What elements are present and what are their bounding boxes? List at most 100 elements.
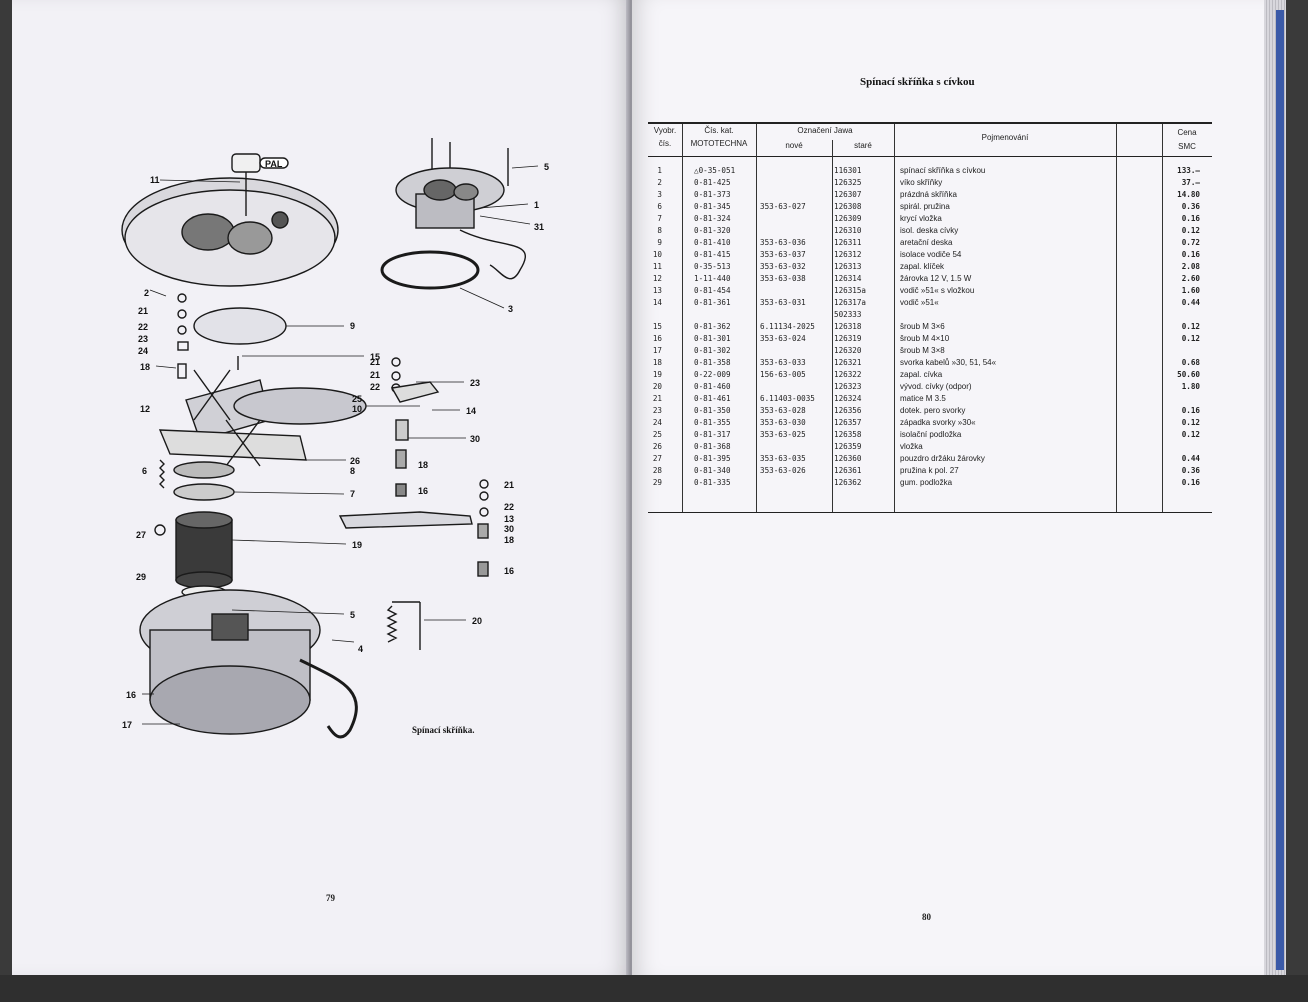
callout-label: 23	[470, 378, 480, 388]
parts-table: Vyobr. čís. Čís. kat. MOTOTECHNA Označen…	[648, 122, 1212, 514]
row-new: 353-63-031	[760, 298, 806, 307]
header-price-line1: Cena	[1177, 128, 1197, 137]
callout-label: 21	[370, 357, 380, 367]
left-page	[12, 0, 630, 975]
row-name: spínací skříňka s cívkou	[900, 166, 986, 175]
row-old: 126318	[834, 322, 862, 331]
figure-caption: Spínací skříňka.	[412, 725, 475, 735]
right-page	[632, 0, 1264, 975]
row-old: 126310	[834, 226, 862, 235]
table-header-rule	[648, 156, 1212, 157]
callout-label: 16	[126, 690, 136, 700]
row-price: 2.08	[1181, 262, 1200, 271]
header-jawa-old: staré	[854, 141, 872, 150]
row-pos: 26	[652, 442, 662, 451]
callout-label: 19	[352, 540, 362, 550]
page-number-right: 80	[922, 912, 931, 922]
row-name: vložka	[900, 442, 923, 451]
scanner-background	[0, 975, 1308, 1002]
row-new: 156-63-005	[760, 370, 806, 379]
row-old: 126311	[834, 238, 862, 247]
row-cat: 0-81-345	[694, 202, 731, 211]
row-cat: 0-81-373	[694, 190, 731, 199]
row-price: 0.36	[1181, 466, 1200, 475]
row-cat: 0-81-324	[694, 214, 731, 223]
row-price: 0.12	[1181, 334, 1200, 343]
key-tag-label: PAL	[265, 159, 283, 169]
callout-label: 15	[370, 352, 380, 362]
callout-label: 21	[504, 480, 514, 490]
header-name: Pojmenování	[981, 133, 1029, 142]
row-pos: 8	[657, 226, 662, 235]
row-name: zapal. klíček	[900, 262, 945, 271]
row-new: 353-63-024	[760, 334, 806, 343]
row-name: krycí vložka	[900, 214, 942, 223]
header-jawa: Označení Jawa	[797, 126, 853, 135]
row-name: pružina k pol. 27	[900, 466, 959, 475]
row-new: 353-63-028	[760, 406, 806, 415]
row-name: vývod. cívky (odpor)	[900, 382, 972, 391]
column-divider	[756, 124, 757, 512]
callout-label: 18	[418, 460, 428, 470]
header-pos-line2: čís.	[658, 139, 672, 148]
callout-label: 23	[138, 334, 148, 344]
row-price: 133.—	[1177, 166, 1200, 175]
row-pos: 7	[657, 214, 662, 223]
callout-label: 6	[142, 466, 147, 476]
row-cat: 0-81-335	[694, 478, 731, 487]
callout-label: 25	[352, 394, 362, 404]
row-name: isol. deska cívky	[900, 226, 959, 235]
row-pos: 13	[652, 286, 662, 295]
row-cat: 1-11-440	[694, 274, 731, 283]
header-jawa-new: nové	[785, 141, 803, 150]
exploded-parts-diagram: 11 5 1 31 2 3 21 22 23 24 9 15 18 21 21 …	[121, 138, 549, 739]
row-old: 126362	[834, 478, 862, 487]
row-cat: 0-81-425	[694, 178, 731, 187]
column-divider	[1162, 124, 1163, 512]
page-number-left: 79	[326, 893, 335, 903]
row-pos: 20	[652, 382, 662, 391]
callout-label: 5	[350, 610, 355, 620]
row-pos: 15	[652, 322, 662, 331]
callout-label: 24	[138, 346, 148, 356]
row-new: 353-63-038	[760, 274, 806, 283]
callout-label: 12	[140, 404, 150, 414]
row-cat: 0-81-415	[694, 250, 731, 259]
callout-label: 9	[350, 321, 355, 331]
callout-label: 18	[140, 362, 150, 372]
row-pos: 12	[652, 274, 662, 283]
row-price: 0.16	[1181, 478, 1200, 487]
row-new: 353-63-026	[760, 466, 806, 475]
callout-label: 11	[150, 175, 160, 185]
row-name: svorka kabelů »30, 51, 54«	[900, 358, 997, 367]
row-name: šroub M 3×6	[900, 322, 945, 331]
row-name: zapal. cívka	[900, 370, 943, 379]
row-cat: 0-81-362	[694, 322, 731, 331]
callout-label: 7	[350, 489, 355, 499]
row-cat: 0-35-513	[694, 262, 731, 271]
row-cat: 0-81-410	[694, 238, 731, 247]
row-price: 0.16	[1181, 214, 1200, 223]
row-old: 126307	[834, 190, 862, 199]
row-price: 0.12	[1181, 430, 1200, 439]
column-divider	[894, 124, 895, 512]
row-pos: 14	[652, 298, 662, 307]
callout-label: 30	[470, 434, 480, 444]
row-new: 353-63-032	[760, 262, 806, 271]
row-new: 353-63-033	[760, 358, 806, 367]
row-old: 126359	[834, 442, 862, 451]
row-old: 116301	[834, 166, 862, 175]
row-pos: 11	[652, 262, 662, 271]
